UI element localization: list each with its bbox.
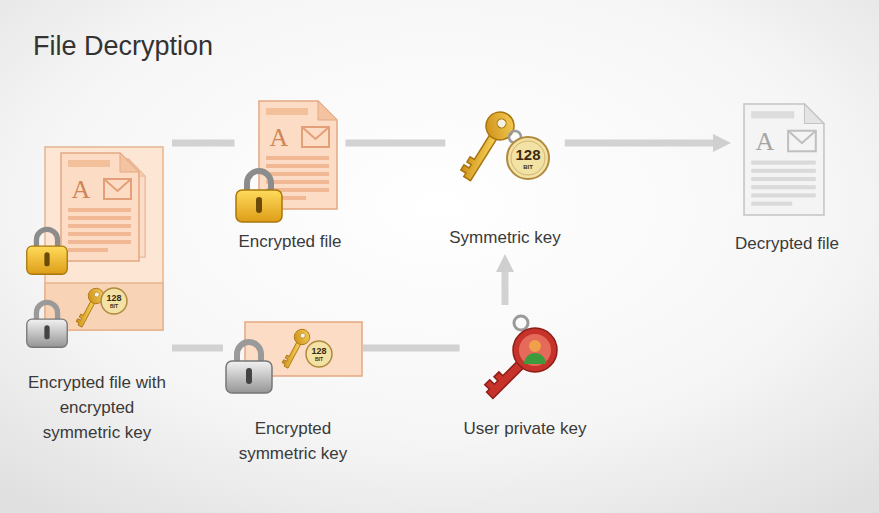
flow-arrow xyxy=(172,140,235,147)
decrypted-file-icon xyxy=(744,104,824,215)
bundle-icon-part xyxy=(27,302,67,347)
key-tag-number: 128 xyxy=(515,147,540,162)
flow-arrow xyxy=(346,140,446,147)
symmetric-key-icon-part xyxy=(507,137,549,179)
bundle-icon-part xyxy=(61,153,139,261)
flow-arrow xyxy=(172,345,223,352)
icon-node: Decrypted file xyxy=(731,100,843,260)
private-key-icon-part xyxy=(529,340,541,352)
bundle-icon-part xyxy=(101,288,127,314)
document-letter: A xyxy=(756,129,775,155)
encrypted-file-icon-part xyxy=(236,171,282,222)
node-caption: Symmetric key xyxy=(449,225,560,250)
node-caption: Encrypted symmetric key xyxy=(232,416,354,466)
bundle-icon-part xyxy=(45,147,163,330)
node-caption: Decrypted file xyxy=(735,231,839,256)
bundle-icon xyxy=(27,147,163,347)
icon-node: Symmetric key xyxy=(445,108,564,254)
private-key-icon-part xyxy=(513,328,557,372)
node-caption: Encrypted file xyxy=(239,229,342,254)
node-caption: Encrypted file with encrypted symmetric … xyxy=(27,370,167,445)
bundle-icon-part xyxy=(27,229,67,274)
flow-arrow xyxy=(565,140,713,147)
key-tag-number: 128 xyxy=(106,294,121,303)
key-tag-number: 128 xyxy=(311,347,326,356)
bundle-icon-part xyxy=(73,286,106,330)
icon-node: Encrypted file with encrypted symmetric … xyxy=(22,140,172,449)
decrypted-file-icon-part xyxy=(744,104,824,215)
node-caption: User private key xyxy=(464,416,587,441)
icon-node: Encrypted symmetric key xyxy=(223,320,363,470)
encrypted-key-icon-part xyxy=(306,341,332,367)
icon-node: User private key xyxy=(460,305,591,445)
key-tag-unit: BIT xyxy=(315,357,323,362)
diagram-title: File Decryption xyxy=(33,30,213,62)
key-tag-unit: BIT xyxy=(110,304,118,309)
private-key-icon-part xyxy=(514,316,528,330)
encrypted-file-icon xyxy=(236,101,337,222)
flow-arrow xyxy=(363,345,460,352)
document-letter: A xyxy=(270,125,289,151)
key-tag-unit: BIT xyxy=(523,164,533,170)
document-letter: A xyxy=(72,177,91,203)
symmetric-key-icon xyxy=(455,107,549,186)
private-key-icon-part xyxy=(524,353,546,364)
private-key-icon-part xyxy=(519,334,551,366)
symmetric-key-icon-part xyxy=(511,141,545,175)
encrypted-key-icon xyxy=(226,322,362,393)
private-key-icon xyxy=(482,316,557,398)
icon-node: Encrypted file xyxy=(235,98,346,258)
flow-arrow xyxy=(502,272,509,305)
encrypted-key-icon-part xyxy=(226,342,272,393)
